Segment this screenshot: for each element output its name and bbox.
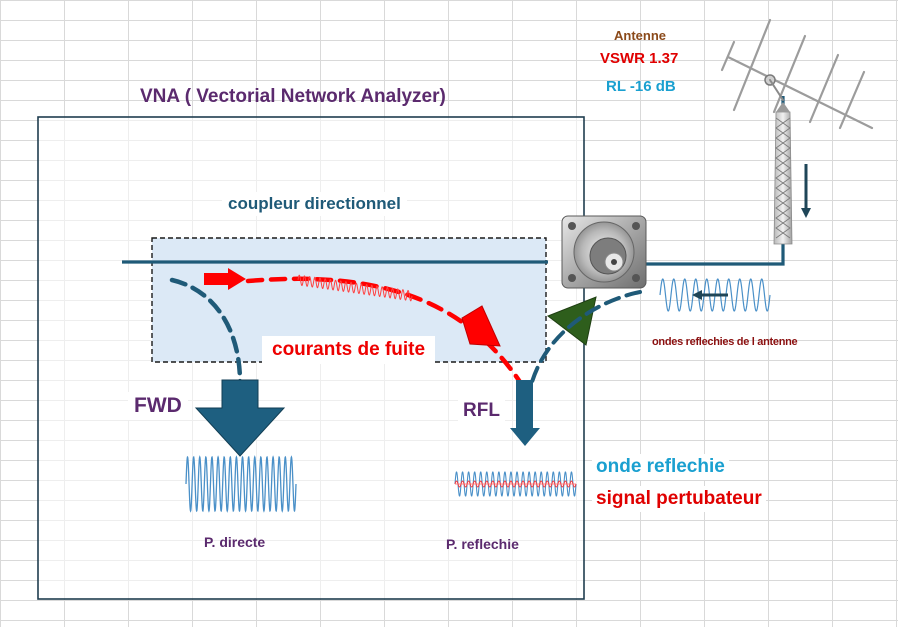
antenna-down-arrow (801, 164, 811, 218)
direct-power-label: P. directe (204, 534, 266, 550)
leakage-label: courants de fuite (262, 336, 436, 364)
antenna-vswr: VSWR 1.37 (600, 50, 679, 67)
reflected-wave-label: onde reflechie (592, 454, 729, 480)
leakage-end-arrow (461, 305, 501, 347)
antenna-reflected-arrow (692, 290, 728, 300)
rfl-arrow (510, 380, 540, 446)
coupler-label: coupleur directionnel (222, 192, 407, 216)
reflected-dashed-path (530, 290, 642, 384)
leakage-start-arrow (204, 268, 246, 290)
antenna-reflected-label: ondes reflechies de l antenne (652, 336, 798, 348)
leakage-dashed-path (245, 276, 523, 385)
antenna-tower-icon (773, 102, 793, 245)
fwd-arrow (194, 379, 286, 457)
forward-dashed-path (169, 277, 243, 385)
direct-power-wave (185, 455, 297, 513)
reflected-power-label: P. reflechie (446, 536, 519, 552)
fwd-label: FWD (128, 392, 188, 420)
reflected-entry-arrow (546, 296, 597, 346)
diagram-title: VNA ( Vectorial Network Analyzer) (140, 86, 446, 107)
disturbing-signal-label: signal pertubateur (592, 486, 766, 512)
rfl-label: RFL (458, 398, 505, 424)
antenna-rl: RL -16 dB (606, 78, 676, 95)
n-type-connector-icon (561, 215, 647, 289)
antenna-feed-line (646, 96, 785, 266)
antenna-name: Antenne (614, 28, 666, 43)
yagi-antenna-icon (720, 18, 874, 130)
leakage-sine (297, 274, 413, 302)
